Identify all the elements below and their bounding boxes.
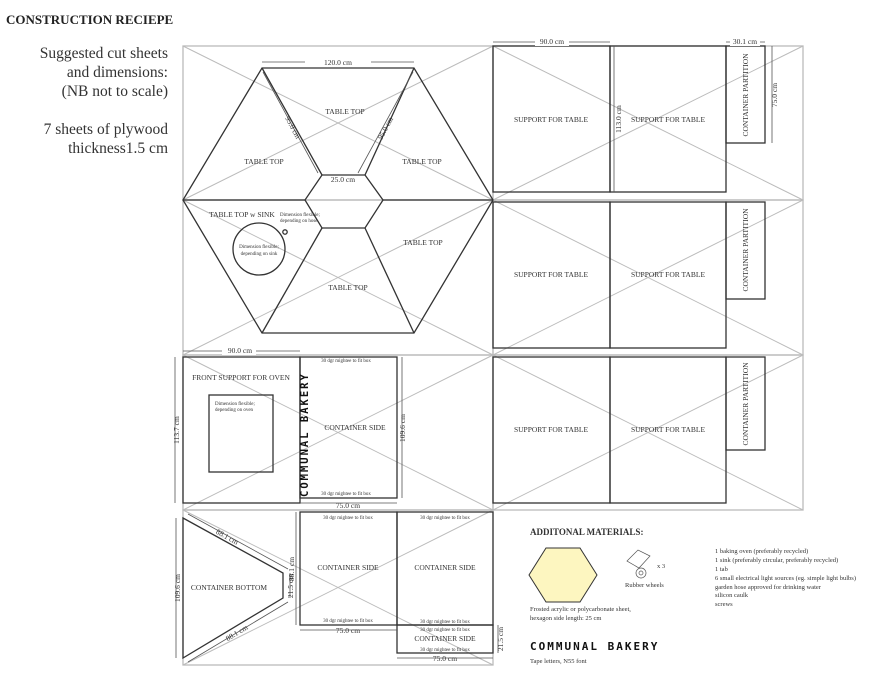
- note: Dimension flexible;: [215, 402, 255, 407]
- note: 30 dgr mightee to fit box: [323, 619, 373, 624]
- dim-label: 75.0 cm: [770, 83, 779, 107]
- rubber-wheel-icon: [626, 549, 651, 579]
- part-label: SUPPORT FOR TABLE: [514, 425, 589, 434]
- dim-label: 21.5 cm: [496, 627, 505, 651]
- additional-materials: ADDITONAL MATERIALS: Frosted acrylic or …: [528, 527, 856, 665]
- materials-list: 1 baking oven (preferably recycled) 1 si…: [715, 548, 856, 608]
- wheels-label: Rubber wheels: [625, 582, 664, 589]
- dim-label: 113.0 cm: [614, 105, 623, 133]
- materials-text: hexagon side length: 25 cm: [530, 615, 601, 622]
- dim-label: 30.1 cm: [733, 37, 757, 46]
- part-label: SUPPORT FOR TABLE: [631, 425, 706, 434]
- dim-label: 90.0 cm: [540, 37, 564, 46]
- wheels-count: x 3: [657, 563, 665, 570]
- dim-label: 21.5 cm: [286, 574, 295, 598]
- part-label: TABLE TOP: [403, 238, 442, 247]
- part-label: CONTAINER SIDE: [414, 563, 476, 572]
- list-item: 1 baking oven (preferably recycled): [715, 548, 808, 555]
- note: 30 dgr mightee to fit box: [420, 620, 470, 625]
- dim-label: 88.1 cm: [214, 527, 240, 547]
- dim-label: 95.0 cm: [283, 115, 302, 141]
- dim-label: 120.0 cm: [324, 58, 352, 67]
- oven-sheet: 90.0 cm 113.7 cm 75.0 cm 109.6 cm FRONT …: [172, 346, 407, 510]
- part-label: CONTAINER BOTTOM: [191, 583, 267, 592]
- acrylic-hexagon: [528, 547, 598, 603]
- page-title: CONSTRUCTION RECIEPE: [6, 12, 174, 27]
- part-label: CONTAINER PARTITION: [741, 53, 750, 137]
- intro-line: (NB not to scale): [61, 83, 168, 100]
- sink-hole: [232, 222, 286, 276]
- logo-note: Tape letters, N55 font: [530, 658, 587, 665]
- dim-label: 113.7 cm: [172, 416, 181, 444]
- dim-label: 75.0 cm: [336, 501, 360, 510]
- hose-hole: [282, 229, 288, 235]
- note: 30 dgr mightee to fit box: [321, 359, 371, 364]
- note: 30 dgr mightee to fit box: [321, 492, 371, 497]
- intro-line: 7 sheets of plywood: [43, 121, 168, 138]
- part-label: TABLE TOP: [328, 283, 367, 292]
- note: Dimension flexible;: [280, 213, 320, 218]
- part-label: TABLE TOP w SINK: [209, 210, 275, 219]
- dim-label: 25.0 cm: [331, 175, 355, 184]
- part-label: TABLE TOP: [402, 157, 441, 166]
- list-item: 1 tab: [715, 566, 728, 573]
- list-item: silicon caulk: [715, 592, 749, 599]
- hexagon-table-tops: 120.0 cm 95.0 cm 95.0 cm 25.0 cm TABLE T…: [182, 58, 494, 334]
- part-label: CONTAINER SIDE: [324, 423, 386, 432]
- dim-label: 95.0 cm: [376, 115, 395, 141]
- note: 30 dgr mightee to fit box: [420, 648, 470, 653]
- intro-line: and dimensions:: [66, 64, 168, 81]
- dim-label: 109.6 cm: [398, 414, 407, 442]
- note: depending on oven: [215, 408, 254, 413]
- list-item: screws: [715, 601, 733, 608]
- part-label: CONTAINER SIDE: [414, 634, 476, 643]
- logo-sample: COMMUNAL BAKERY: [530, 640, 659, 653]
- part-label: CONTAINER PARTITION: [741, 362, 750, 446]
- intro-line: thickness1.5 cm: [68, 140, 168, 157]
- dim-label: 90.0 cm: [228, 346, 252, 355]
- dim-label: 88.1 cm: [287, 557, 296, 581]
- note: 30 dgr mightee to fit box: [420, 628, 470, 633]
- note: Dimension flexible;: [239, 245, 279, 250]
- part-label: SUPPORT FOR TABLE: [514, 115, 589, 124]
- note: 30 dgr mightee to fit box: [420, 516, 470, 521]
- note: 30 dgr mightee to fit box: [323, 516, 373, 521]
- intro-text: Suggested cut sheets and dimensions: (NB n…: [40, 44, 168, 177]
- note: depending on sink: [241, 252, 278, 257]
- part-label: SUPPORT FOR TABLE: [631, 115, 706, 124]
- part-label: CONTAINER PARTITION: [741, 208, 750, 292]
- dim-label: 109.6 cm: [173, 574, 182, 602]
- note: depending on hose: [280, 219, 318, 224]
- plywood-sheets: [182, 45, 804, 666]
- part-label: SUPPORT FOR TABLE: [631, 270, 706, 279]
- part-label: CONTAINER SIDE: [317, 563, 379, 572]
- table-supports: 90.0 cm 30.1 cm 113.0 cm 75.0 cm SUPPORT…: [492, 37, 779, 504]
- part-label: SUPPORT FOR TABLE: [514, 270, 589, 279]
- part-label: FRONT SUPPORT FOR OVEN: [192, 373, 290, 382]
- dim-label: 75.0 cm: [433, 654, 457, 663]
- list-item: garden hose approved for drinking water: [715, 584, 822, 591]
- list-item: 1 sink (preferably circular, preferably …: [715, 557, 838, 564]
- part-label: TABLE TOP: [244, 157, 283, 166]
- list-item: 6 small electrical light sources (eg. si…: [715, 575, 856, 582]
- materials-heading: ADDITONAL MATERIALS:: [530, 527, 643, 537]
- dim-label: 75.0 cm: [336, 626, 360, 635]
- materials-text: Frosted acrylic or polycarbonate sheet,: [530, 606, 631, 613]
- intro-line: Suggested cut sheets: [39, 45, 168, 62]
- part-label: TABLE TOP: [325, 107, 364, 116]
- logo-tape-letters: COMMUNAL BAKERY: [299, 372, 311, 497]
